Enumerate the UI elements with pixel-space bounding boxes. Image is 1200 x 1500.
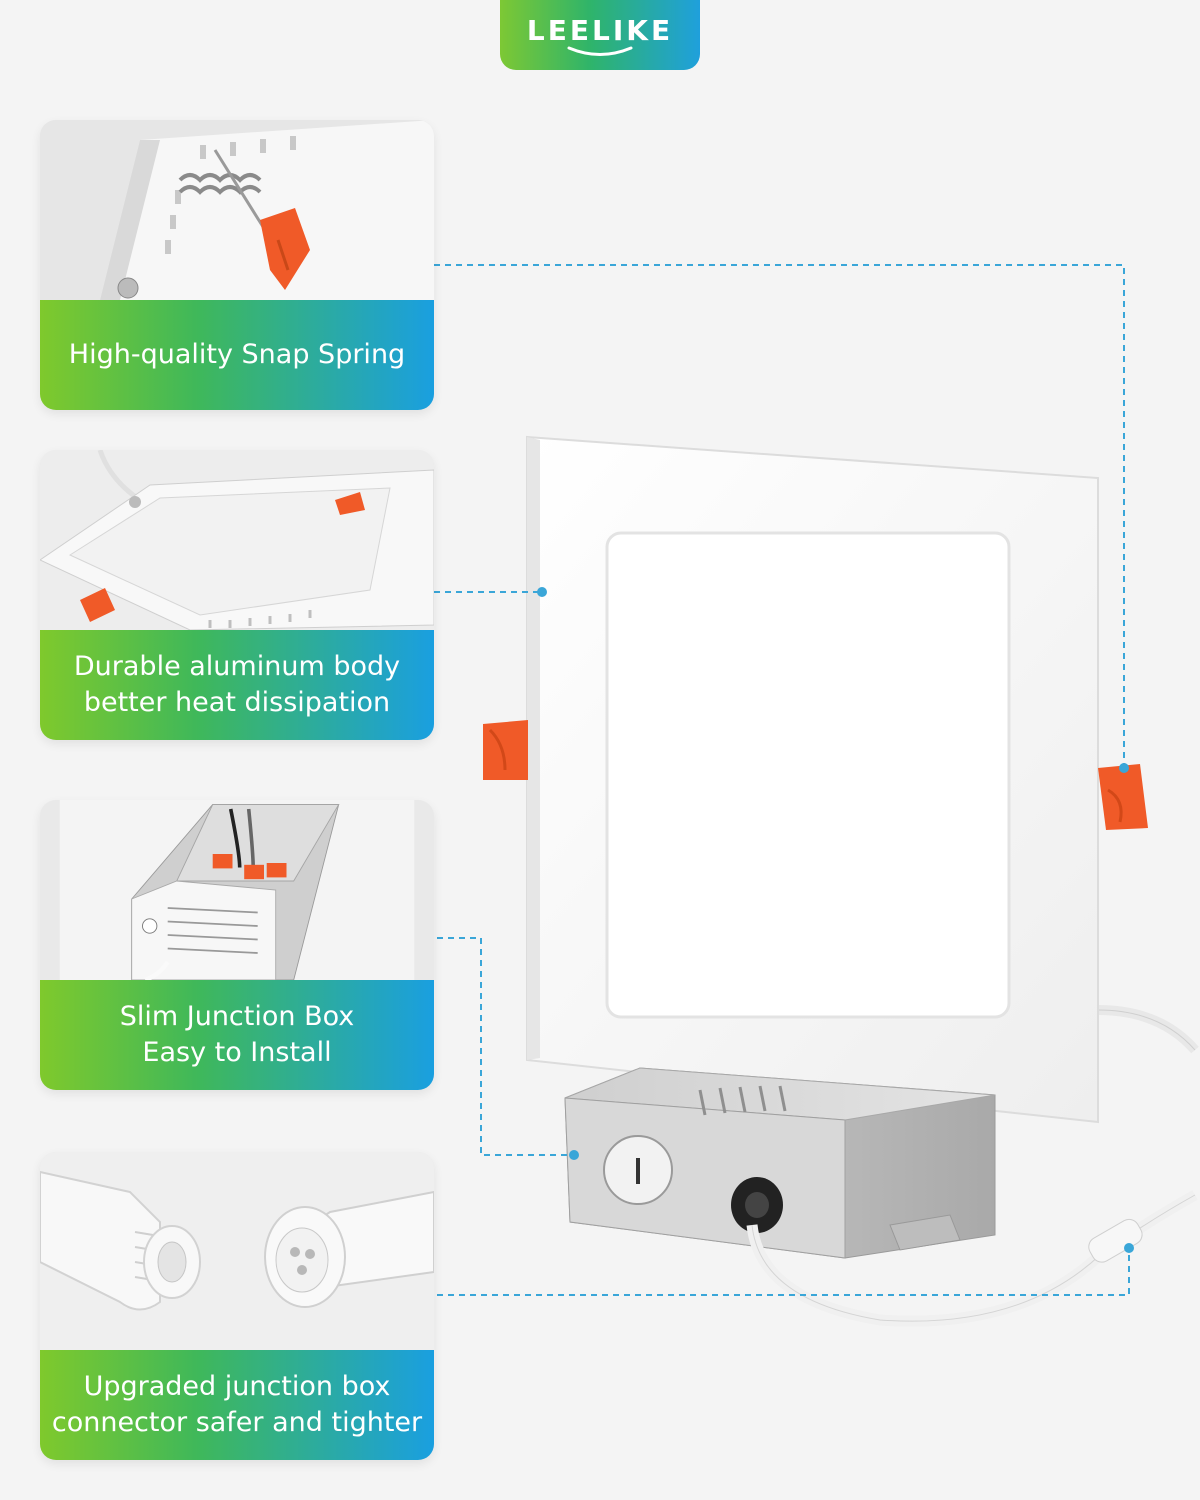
spring-clip-left-icon bbox=[483, 720, 528, 780]
feature-line-1: Durable aluminum body bbox=[73, 651, 401, 682]
brand-name: LEELIKE bbox=[526, 13, 674, 47]
feature-card-snap-spring: High-quality Snap Spring bbox=[40, 120, 434, 410]
light-diffuser bbox=[605, 531, 1011, 1019]
feature-card-junction-box: Slim Junction Box Easy to Install bbox=[40, 800, 434, 1090]
cable-grommet-icon bbox=[731, 1177, 783, 1233]
feature-card-aluminum-body: Durable aluminum body better heat dissip… bbox=[40, 450, 434, 740]
feature-line-1: High-quality Snap Spring bbox=[68, 339, 406, 370]
connector-photo bbox=[40, 1152, 434, 1350]
power-cable bbox=[1097, 1005, 1199, 1054]
leader-dot-connector bbox=[1124, 1243, 1134, 1253]
feature-caption: Slim Junction Box Easy to Install bbox=[40, 980, 434, 1090]
snap-spring-photo bbox=[40, 120, 434, 300]
logo-smile-icon bbox=[567, 46, 633, 56]
brand-logo: LEELIKE bbox=[500, 0, 700, 70]
output-cable bbox=[746, 1190, 1198, 1327]
leader-dot-spring bbox=[1119, 763, 1129, 773]
junction-box-photo bbox=[59, 800, 415, 980]
feature-line-2: Easy to Install bbox=[142, 1037, 332, 1068]
feature-line-2: better heat dissipation bbox=[83, 687, 391, 718]
spring-clip-right-icon bbox=[1098, 764, 1148, 830]
feature-line-2: connector safer and tighter bbox=[51, 1407, 423, 1438]
knockout-icon bbox=[603, 1135, 673, 1205]
leader-dot-box bbox=[569, 1150, 579, 1160]
feature-card-connector: Upgraded junction box connector safer an… bbox=[40, 1152, 434, 1460]
junction-box bbox=[564, 1067, 996, 1259]
feature-caption: Upgraded junction box connector safer an… bbox=[40, 1350, 434, 1460]
feature-caption: Durable aluminum body better heat dissip… bbox=[40, 630, 434, 740]
leader-dot-panel bbox=[537, 587, 547, 597]
feature-line-1: Slim Junction Box bbox=[119, 1001, 355, 1032]
feature-line-1: Upgraded junction box bbox=[83, 1371, 391, 1402]
leader-lines bbox=[434, 264, 1130, 1296]
waterproof-connector-icon bbox=[1088, 1218, 1143, 1263]
feature-caption: High-quality Snap Spring bbox=[40, 300, 434, 410]
aluminum-body-photo bbox=[40, 450, 434, 630]
led-panel bbox=[526, 435, 1099, 1124]
